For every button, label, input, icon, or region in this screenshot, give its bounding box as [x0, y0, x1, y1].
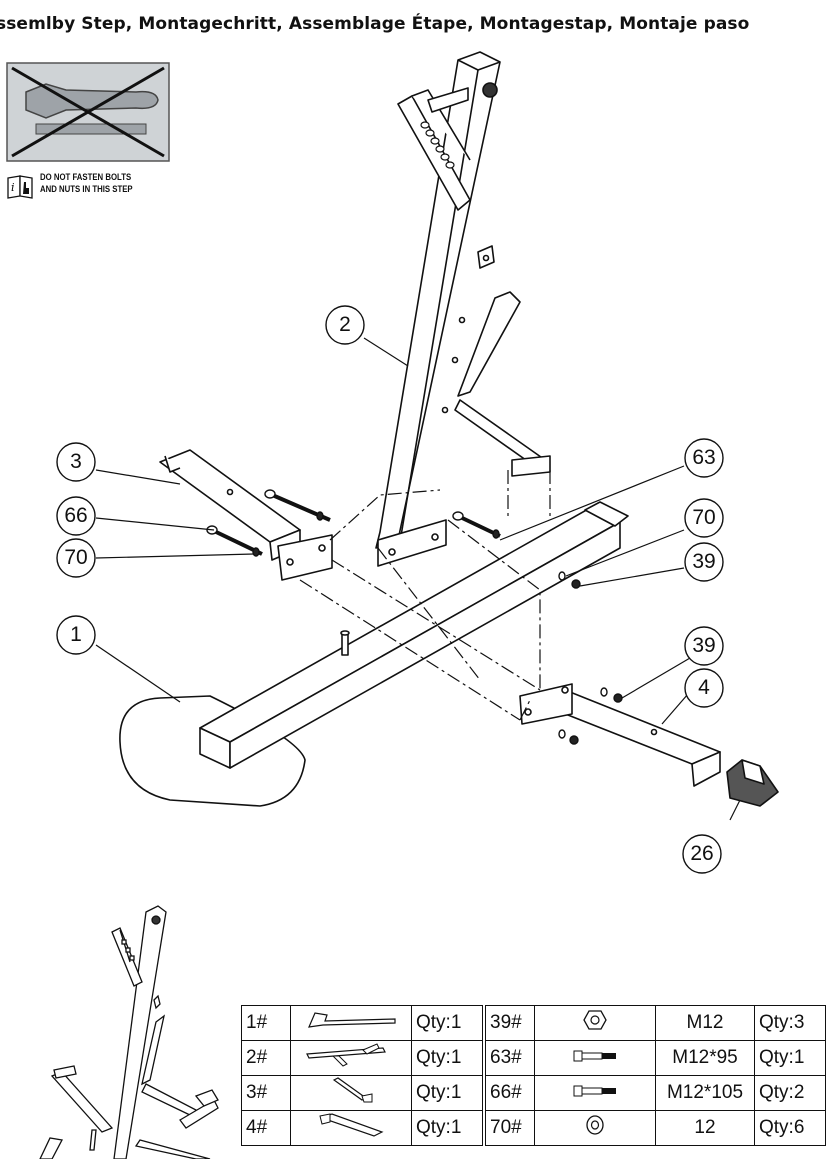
warning-line-1: DO NOT FASTEN BOLTS	[40, 172, 132, 183]
part-number: 39#	[485, 1005, 535, 1041]
callout-2: 2	[339, 313, 351, 336]
part-qty: Qty:1	[754, 1040, 826, 1076]
table-row: 2# Qty:1 63# M12*95 Qty:1	[241, 1040, 826, 1076]
nut-icon	[534, 1005, 656, 1041]
part-number: 66#	[485, 1075, 535, 1111]
part-qty: Qty:2	[754, 1075, 826, 1111]
part-number: 1#	[241, 1005, 291, 1041]
callout-70-right: 70	[692, 506, 716, 529]
manual-info-icon: i	[7, 175, 33, 199]
upright-frame-icon	[290, 1040, 412, 1076]
table-row: 1# Qty:1 39# M12 Qty:3	[241, 1005, 826, 1041]
warning-line-2: AND NUTS IN THIS STEP	[40, 184, 133, 195]
base-frame-icon	[290, 1005, 412, 1041]
upright-column	[375, 51, 501, 549]
part-qty: Qty:3	[754, 1005, 826, 1041]
callout-63: 63	[692, 446, 716, 469]
part-qty: Qty:1	[411, 1040, 483, 1076]
table-row: 3# Qty:1 66# M12*105 Qty:2	[241, 1075, 826, 1111]
part-number: 70#	[485, 1110, 535, 1146]
callout-26: 26	[690, 842, 714, 865]
part-number: 3#	[241, 1075, 291, 1111]
callout-39-upper: 39	[692, 550, 716, 573]
part-spec: 12	[655, 1110, 755, 1146]
bolt-icon	[534, 1075, 656, 1111]
part-number: 2#	[241, 1040, 291, 1076]
part-qty: Qty:1	[411, 1075, 483, 1111]
part-qty: Qty:6	[754, 1110, 826, 1146]
stabilizer-left-icon	[290, 1075, 412, 1111]
warning-note: i DO NOT FASTEN BOLTS AND NUTS IN THIS S…	[6, 172, 176, 202]
part-number: 4#	[241, 1110, 291, 1146]
assembled-preview	[39, 905, 219, 1159]
callout-3: 3	[70, 450, 82, 473]
callout-1: 1	[70, 623, 82, 646]
crossed-wrench-icon	[6, 62, 170, 162]
part-spec: M12*95	[655, 1040, 755, 1076]
part-qty: Qty:1	[411, 1005, 483, 1041]
part-spec: M12	[655, 1005, 755, 1041]
callout-66: 66	[64, 504, 88, 527]
page-title: ssemlby Step, Montagechritt, Assemblage …	[0, 14, 750, 34]
part-qty: Qty:1	[411, 1110, 483, 1146]
part-number: 63#	[485, 1040, 535, 1076]
svg-text:i: i	[11, 181, 15, 194]
bolt-icon	[534, 1040, 656, 1076]
table-row: 4# Qty:1 70# 12 Qty:6	[241, 1110, 826, 1146]
parts-table: 1# Qty:1 39# M12 Qty:3 2# Qty:1 63#	[241, 1005, 826, 1146]
callout-70-left: 70	[64, 546, 88, 569]
stabilizer-right-icon	[290, 1110, 412, 1146]
callout-39-lower: 39	[692, 634, 716, 657]
callout-4: 4	[698, 676, 710, 699]
part-spec: M12*105	[655, 1075, 755, 1111]
washer-icon	[534, 1110, 656, 1146]
